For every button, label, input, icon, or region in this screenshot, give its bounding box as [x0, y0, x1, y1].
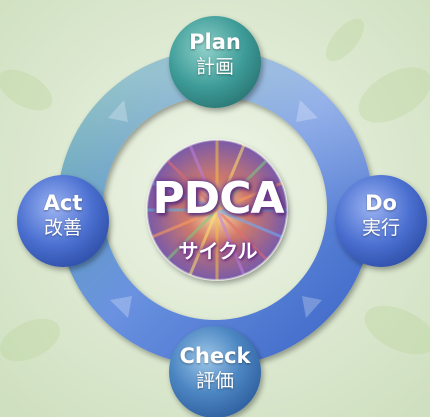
- center-rays: [147, 140, 287, 280]
- node-check-circle: [169, 326, 261, 417]
- center-subtitle: サイクル: [178, 239, 258, 263]
- node-plan-circle: [169, 16, 261, 108]
- background-leaves: [0, 18, 430, 362]
- node-act-circle: [17, 175, 109, 267]
- ring-arrows: [108, 100, 322, 318]
- center-title: PDCA: [152, 173, 284, 224]
- node-do-circle: [335, 175, 427, 267]
- center-disc: [146, 139, 288, 281]
